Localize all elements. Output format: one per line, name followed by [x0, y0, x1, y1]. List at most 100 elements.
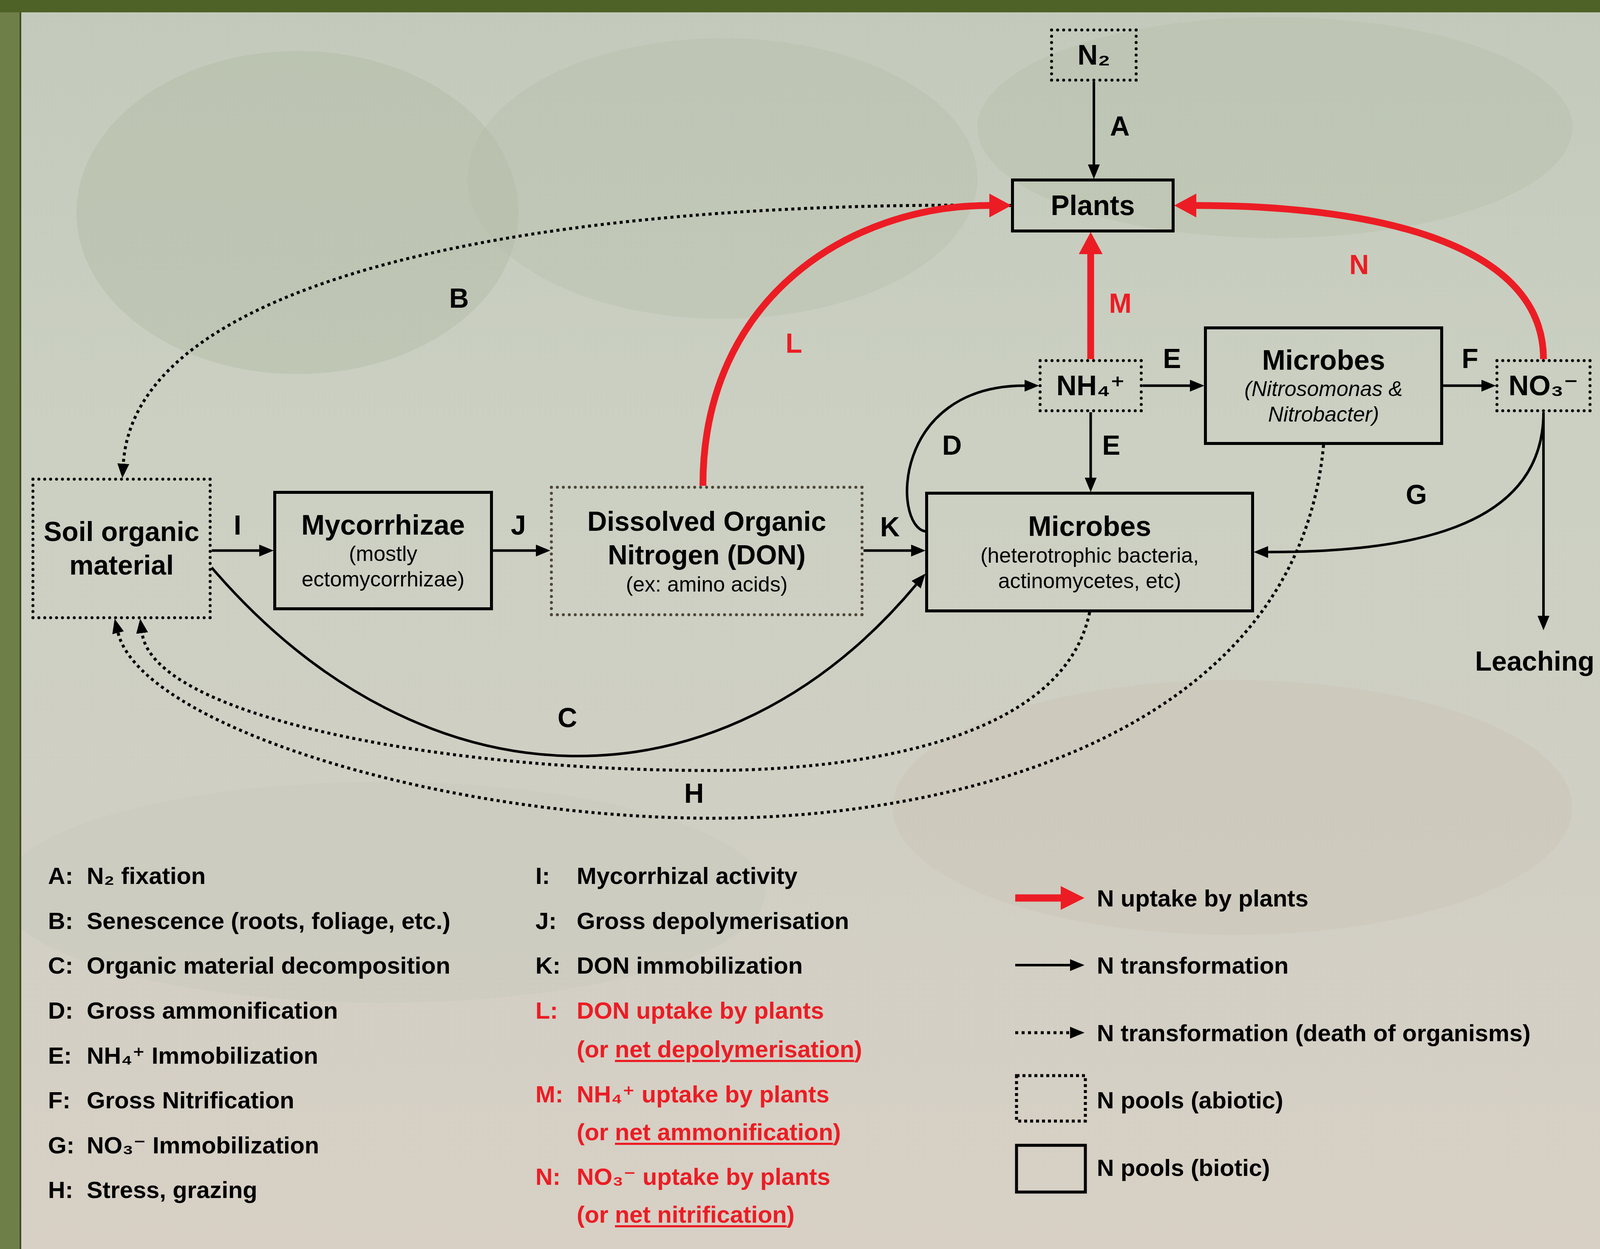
uptake-arrow	[702, 205, 990, 487]
key-letter: I:	[535, 861, 550, 890]
abiotic-pool-box: NH₄⁺	[1038, 359, 1143, 413]
legend-text: N transformation (death of organisms)	[1096, 1018, 1531, 1048]
foliage-shade	[467, 38, 978, 319]
legend-text: N transformation	[1096, 951, 1289, 980]
flow-letter: D	[942, 430, 962, 462]
top-bar	[0, 0, 1600, 13]
key-text: net depolymerisation	[614, 1034, 855, 1064]
key-letter: K:	[535, 951, 561, 980]
transformation-arrow	[1268, 412, 1544, 553]
key-letter: C:	[48, 951, 74, 980]
key-letter: E:	[48, 1041, 72, 1070]
flow-letter: G	[1405, 479, 1428, 511]
key-text: Gross depolymerisation	[576, 906, 850, 935]
abiotic-pool-box: N₂	[1050, 28, 1138, 82]
node-title: N₂	[1077, 39, 1111, 72]
key-text: NO₃⁻ uptake by plants	[576, 1162, 831, 1191]
key-letter: G:	[48, 1130, 75, 1160]
transformation-arrow	[906, 385, 1025, 532]
legend-uptake-head	[1060, 886, 1085, 910]
key-text: N₂ fixation	[86, 861, 206, 890]
key-text: DON uptake by plants	[576, 996, 825, 1025]
legend-text: N pools (abiotic)	[1096, 1085, 1284, 1115]
flow-letter: L	[785, 328, 803, 360]
flow-letter: N	[1349, 249, 1369, 281]
key-text: net nitrification	[614, 1200, 787, 1229]
node-title: Mycorrhizae	[301, 509, 465, 542]
left-strip	[0, 12, 20, 1249]
node-title: Plants	[1050, 189, 1135, 222]
node-title: Soil organic material	[41, 515, 202, 582]
key-text: NO₃⁻ Immobilization	[86, 1130, 320, 1160]
key-letter: J:	[535, 906, 557, 935]
key-text: NH₄⁺ uptake by plants	[576, 1079, 830, 1109]
key-text: Stress, grazing	[86, 1175, 258, 1204]
key-letter: N:	[535, 1162, 561, 1191]
node-subtitle: (heterotrophic bacteria, actinomycetes, …	[934, 542, 1245, 594]
key-text: Senescence (roots, foliage, etc.)	[86, 906, 451, 935]
transformation-arrow	[211, 567, 917, 757]
flow-letter: J	[510, 509, 527, 542]
key-text: Mycorrhizal activity	[576, 861, 798, 890]
key-letter: A:	[48, 861, 74, 890]
flow-letter: B	[449, 283, 469, 315]
legend-text: N uptake by plants	[1096, 883, 1309, 913]
flow-letter: I	[233, 509, 242, 542]
key-letter: L:	[535, 996, 558, 1025]
flow-letter: F	[1461, 343, 1479, 375]
leaching-arrow	[1542, 412, 1545, 616]
key-text: Gross Nitrification	[86, 1085, 295, 1115]
key-text: (or	[576, 1117, 609, 1147]
flow-letter: C	[557, 702, 578, 734]
transformation-arrow	[492, 549, 536, 553]
flow-letter: K	[880, 511, 900, 544]
key-text: Gross ammonification	[86, 996, 338, 1025]
outflow-label: Leaching	[1475, 645, 1595, 678]
key-letter: H:	[48, 1175, 74, 1204]
key-text: )	[854, 1034, 863, 1064]
key-text: net ammonification	[614, 1117, 833, 1147]
abiotic-pool-box: NO₃⁻	[1495, 359, 1592, 413]
death-arrow	[118, 444, 1324, 819]
legend-transformation-sample	[1015, 963, 1071, 967]
legend-death-sample	[1015, 1031, 1071, 1035]
key-text: Organic material decomposition	[86, 951, 451, 980]
death-arrow	[123, 205, 1011, 464]
abiotic-pool-box: Dissolved Organic Nitrogen (DON)(ex: ami…	[549, 485, 864, 617]
biotic-pool-box: Mycorrhizae(mostly ectomycorrhizae)	[273, 490, 493, 611]
key-letter: F:	[48, 1085, 71, 1115]
legend-abiotic-sample	[1016, 1075, 1086, 1122]
key-text: (or	[576, 1200, 609, 1229]
key-text: )	[786, 1200, 795, 1229]
legend-text: N pools (biotic)	[1096, 1153, 1271, 1182]
key-text: DON immobilization	[576, 951, 803, 980]
key-letter: M:	[535, 1079, 564, 1109]
biotic-pool-box: Microbes(Nitrosomonas & Nitrobacter)	[1203, 326, 1444, 445]
ground-shade	[892, 679, 1573, 935]
legend-death-head	[1070, 1026, 1085, 1039]
key-text: )	[832, 1117, 842, 1147]
key-letter: D:	[48, 996, 74, 1025]
left-strip-edge	[19, 12, 22, 1249]
transformation-arrow	[863, 549, 912, 553]
uptake-arrow	[1087, 254, 1095, 360]
biotic-pool-box: Plants	[1010, 178, 1175, 233]
node-title: Microbes	[1262, 344, 1386, 377]
key-text: (or	[576, 1034, 609, 1064]
node-title: Dissolved Organic Nitrogen (DON)	[559, 504, 854, 572]
flow-letter: E	[1102, 430, 1121, 462]
node-title: NO₃⁻	[1508, 369, 1579, 403]
key-text: NH₄⁺ Immobilization	[86, 1041, 319, 1070]
node-title: NH₄⁺	[1056, 369, 1126, 403]
biotic-pool-box: Microbes(heterotrophic bacteria, actinom…	[925, 491, 1255, 613]
key-letter: B:	[48, 906, 74, 935]
flow-letter: H	[684, 778, 704, 810]
node-subtitle: (mostly ectomycorrhizae)	[283, 540, 484, 592]
uptake-arrow	[1196, 205, 1544, 360]
node-subtitle: (Nitrosomonas & Nitrobacter)	[1213, 376, 1434, 428]
flow-letter: A	[1110, 110, 1130, 143]
foliage-shade	[76, 50, 519, 374]
transformation-arrow	[1092, 81, 1096, 165]
flow-letter: E	[1163, 343, 1182, 375]
